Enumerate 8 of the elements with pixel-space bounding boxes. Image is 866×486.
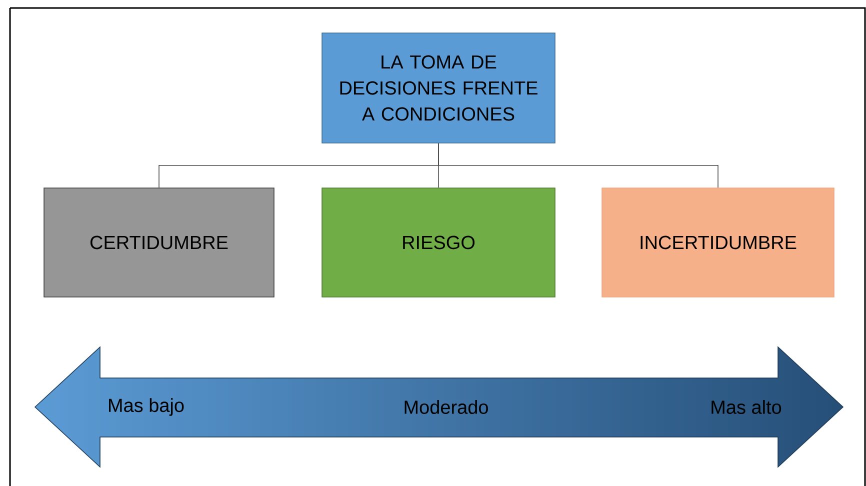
arrow-label: Mas alto	[712, 400, 782, 414]
box: LA TOMA DE DECISIONES FRENTE A CONDICIONES	[322, 32, 556, 144]
arrow-label: Mas bajo	[109, 398, 184, 416]
box: INCERTIDUMBRE	[602, 188, 834, 298]
box: RIESGO	[322, 188, 556, 298]
box: CERTIDUMBRE	[44, 188, 274, 298]
arrow-label: Moderado	[404, 400, 488, 414]
connector-line	[438, 143, 718, 188]
